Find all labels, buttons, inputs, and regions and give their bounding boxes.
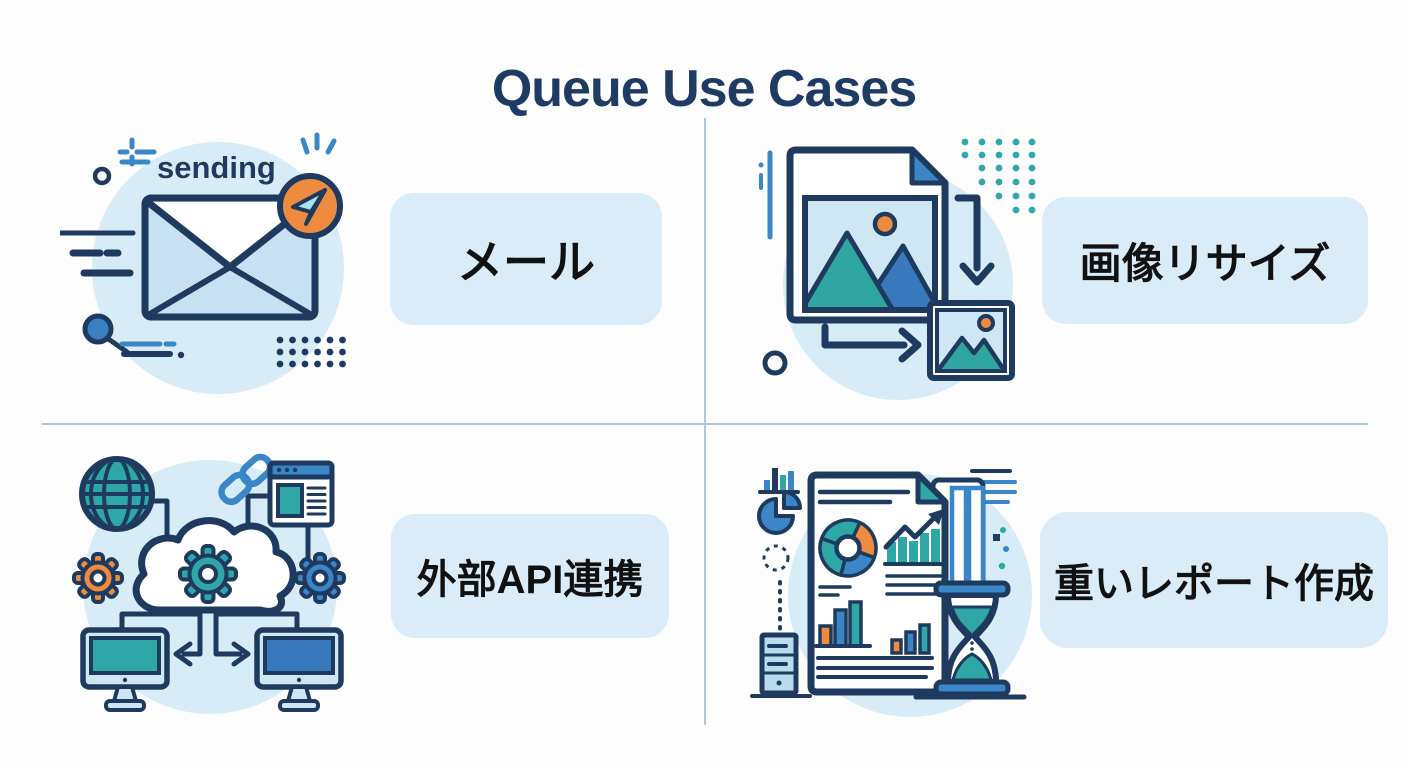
sending-label: sending <box>119 149 276 185</box>
dot-decoration <box>993 527 1009 570</box>
report-document-icon <box>807 471 949 696</box>
small-image-thumbnail-icon <box>927 300 1015 381</box>
donut-chart-icon <box>818 518 878 578</box>
globe-icon <box>79 456 155 532</box>
gear-icon-orange <box>72 552 124 604</box>
usecase-label-external-api-text: 外部API連携 <box>416 558 644 602</box>
external-api-illustration <box>72 453 346 714</box>
usecase-label-external-api: 外部API連携 <box>391 514 669 638</box>
usecase-label-image-resize-text: 画像リサイズ <box>1079 240 1331 287</box>
usecase-label-heavy-report: 重いレポート作成 <box>1040 512 1388 648</box>
gear-icon-teal <box>178 544 238 604</box>
down-arrow-icon <box>954 194 995 286</box>
pin-line-decoration <box>82 313 185 359</box>
gear-icon-blue <box>294 552 346 604</box>
small-circle-decoration <box>762 350 788 376</box>
sending-text: sending <box>157 150 276 185</box>
bar-chart-icon <box>814 600 872 648</box>
hourglass-icon <box>913 580 1027 700</box>
pie-chart-icon <box>757 490 802 535</box>
burst-icon <box>300 132 337 155</box>
line-decoration <box>758 150 773 240</box>
server-icon <box>750 632 812 698</box>
speed-lines <box>60 230 136 277</box>
browser-window-icon <box>267 460 335 528</box>
email-sending-illustration: sending <box>60 132 346 394</box>
mini-bar-chart-icon <box>758 468 800 494</box>
usecase-label-heavy-report-text: 重いレポート作成 <box>1054 562 1374 606</box>
monitor-icon-left <box>80 627 170 712</box>
small-circle-decoration <box>92 166 112 186</box>
growth-chart-icon <box>883 509 945 566</box>
paper-plane-icon <box>277 173 343 239</box>
right-arrow-icon <box>821 323 922 363</box>
usecase-label-email: メール <box>390 193 662 325</box>
page-title: Queue Use Cases <box>491 59 917 118</box>
vertical-divider <box>704 118 706 725</box>
heavy-report-illustration <box>750 468 1032 717</box>
large-image-file-icon <box>786 146 949 324</box>
dashed-circle-decoration <box>762 544 790 572</box>
dot-grid <box>276 336 346 368</box>
monitor-icon-right <box>254 627 344 712</box>
connector-lines <box>119 493 311 667</box>
usecase-label-email-text: メール <box>457 236 595 288</box>
image-resize-illustration <box>758 138 1036 400</box>
small-bar-chart-icon <box>890 623 931 655</box>
chain-link-icon <box>218 453 274 506</box>
usecase-label-image-resize: 画像リサイズ <box>1042 197 1368 324</box>
horizontal-divider <box>42 423 1368 425</box>
teal-dot-grid <box>961 138 1036 214</box>
